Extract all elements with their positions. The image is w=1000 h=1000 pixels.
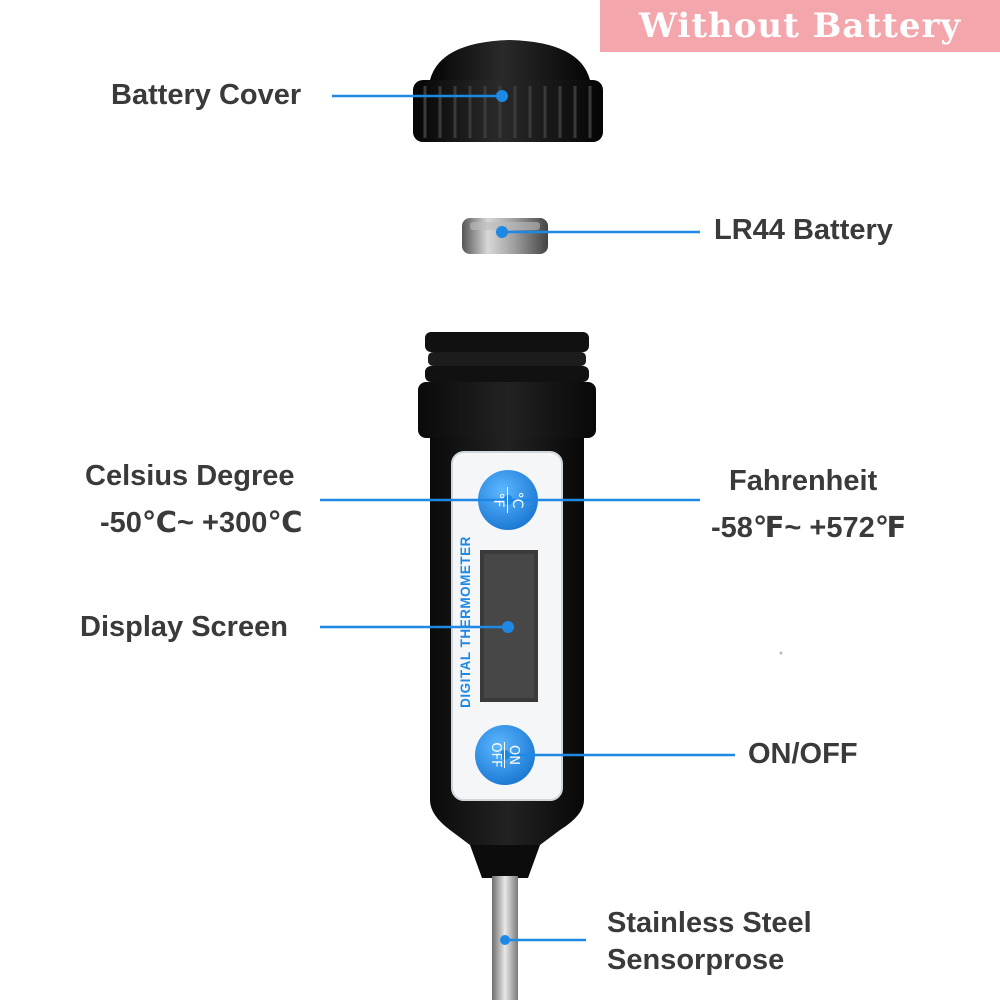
dot-display: [502, 621, 514, 633]
probe-label-line2: Sensorprose: [607, 942, 784, 978]
temp-button-line1: °C: [510, 492, 526, 509]
probe-label-line1: Stainless Steel: [607, 905, 812, 941]
lr44-battery-label: LR44 Battery: [714, 212, 893, 248]
celsius-range-label: -50℃~ +300℃: [100, 505, 302, 541]
temp-button-line2: °F: [491, 492, 507, 507]
celsius-title-label: Celsius Degree: [85, 458, 295, 494]
on-off-label: ON/OFF: [748, 736, 858, 772]
power-button-line2: OFF: [489, 742, 504, 767]
dot-lr44: [496, 226, 508, 238]
temp-button-text: °C °F: [478, 470, 538, 530]
fahrenheit-range-label: -58℉~ +572℉: [711, 510, 906, 546]
thermometer-body: [418, 332, 596, 878]
power-button-text: ON OFF: [475, 725, 535, 785]
dot-probe: [500, 935, 510, 945]
battery-cover-part: [413, 40, 603, 142]
product-vertical-text: DIGITAL THERMOMETER: [457, 522, 475, 722]
power-button-line1: ON: [507, 745, 522, 765]
dot-battery-cover: [496, 90, 508, 102]
battery-cover-label: Battery Cover: [111, 77, 301, 113]
display-screen-label: Display Screen: [80, 609, 288, 645]
fahrenheit-title-label: Fahrenheit: [729, 463, 877, 499]
